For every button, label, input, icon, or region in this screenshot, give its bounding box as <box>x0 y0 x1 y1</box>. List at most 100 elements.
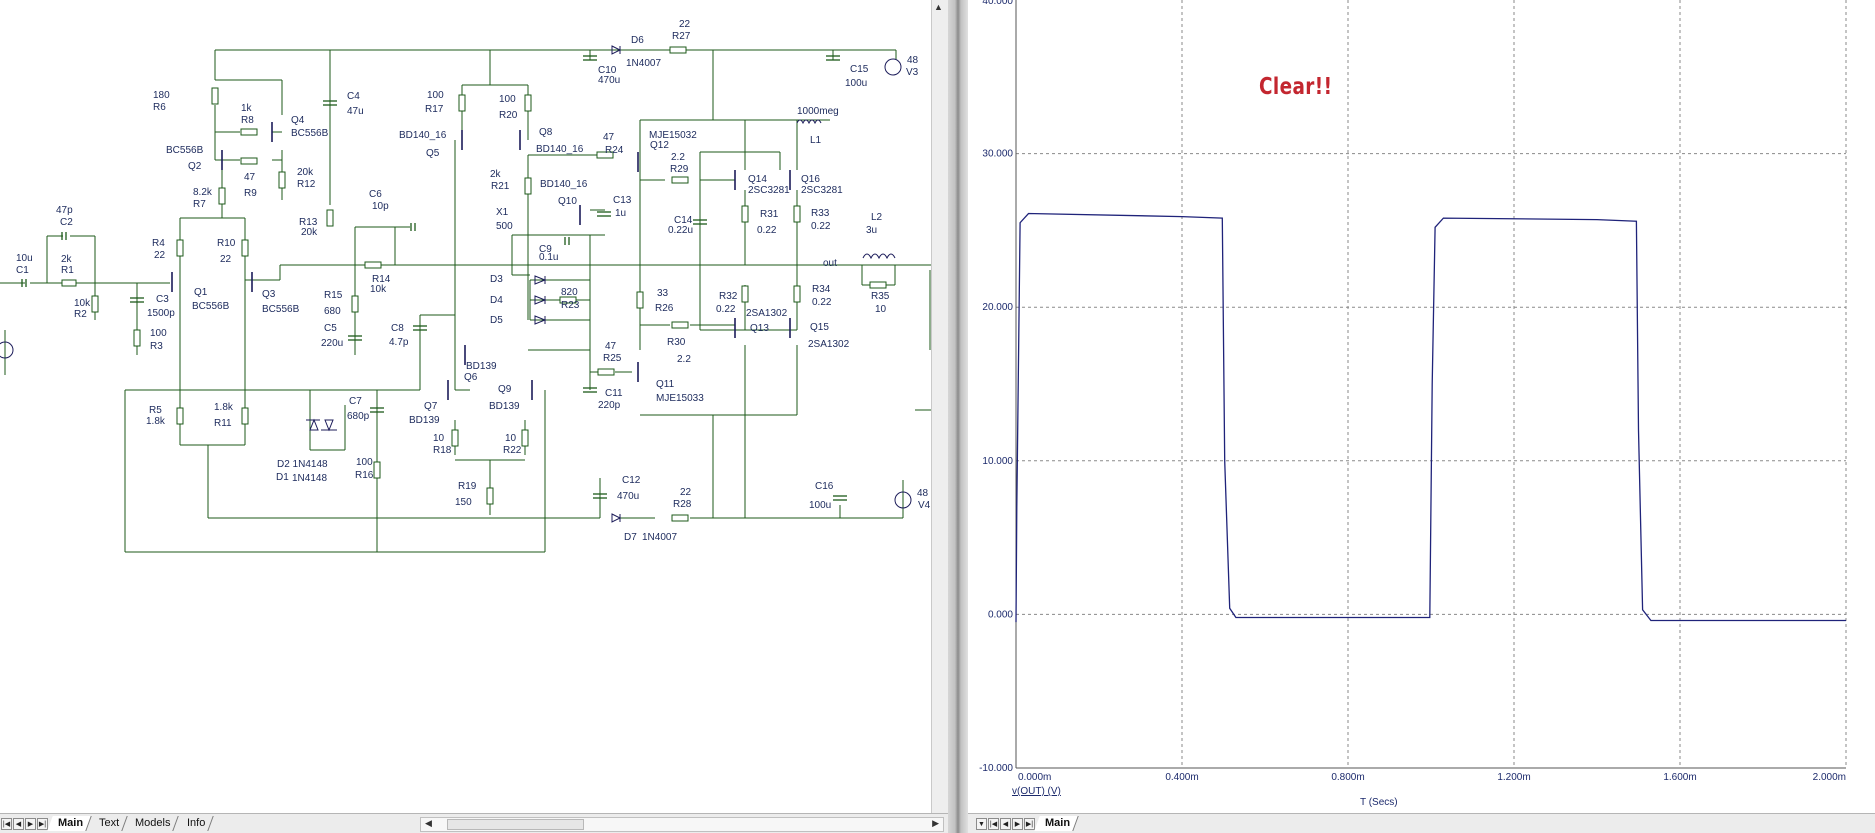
plot-tick-labels: 30.00020.00010.0000.000-10.00040.0000.00… <box>979 0 1846 783</box>
component-label: 2SC3281 <box>801 185 843 196</box>
component-label: BD139 <box>466 361 497 372</box>
tab-info-label: Info <box>186 817 206 829</box>
component-label: 1u <box>615 208 626 219</box>
component-label: D5 <box>490 315 503 326</box>
component-label: 1k <box>241 103 253 114</box>
component-label: 150 <box>455 497 472 508</box>
component-label: Q16 <box>801 174 820 185</box>
component-label: 22 <box>680 487 692 498</box>
component-label: 8.2k <box>193 187 213 198</box>
plot-nav-prev-icon[interactable]: ◀ <box>1000 817 1011 830</box>
component-label: R23 <box>561 300 580 311</box>
nav-prev-icon[interactable]: ◀ <box>13 817 24 830</box>
schematic-wires <box>0 49 931 553</box>
component-label: Q7 <box>424 401 438 412</box>
component-label: C8 <box>391 323 404 334</box>
component-label: Q11 <box>656 379 675 390</box>
component-label: L1 <box>810 135 822 146</box>
component-label: 180 <box>153 90 170 101</box>
component-label: R21 <box>491 181 510 192</box>
tab-text[interactable]: Text <box>88 816 128 831</box>
nav-last-icon[interactable]: ▶| <box>37 817 48 830</box>
component-label: Q12 <box>650 140 669 151</box>
component-label: 0.22 <box>812 297 832 308</box>
diodes <box>306 45 622 523</box>
component-label: 220u <box>321 338 343 349</box>
x-tick-label: 0.400m <box>1165 772 1198 783</box>
component-label: R34 <box>812 284 831 295</box>
component-label: R35 <box>871 291 890 302</box>
scroll-thumb[interactable] <box>447 819 584 830</box>
component-label: R4 <box>152 238 165 249</box>
tab-text-label: Text <box>99 817 120 829</box>
component-label: R16 <box>355 470 374 481</box>
trace-legend-label[interactable]: v(OUT) (V) <box>1012 786 1061 797</box>
component-label: MJE15033 <box>656 393 704 404</box>
component-label: R22 <box>503 445 522 456</box>
y-tick-label: 40.000 <box>982 0 1013 7</box>
waveform-plot[interactable]: 30.00020.00010.0000.000-10.00040.0000.00… <box>968 0 1875 813</box>
component-label: 0.22 <box>811 221 831 232</box>
plot-nav-first-icon[interactable]: |◀ <box>988 817 999 830</box>
component-label: C5 <box>324 323 337 334</box>
tab-models[interactable]: Models <box>124 816 180 831</box>
plot-tab-main[interactable]: Main <box>1034 816 1079 831</box>
tab-info[interactable]: Info <box>175 816 214 831</box>
nav-next-icon[interactable]: ▶ <box>25 817 36 830</box>
nav-first-icon[interactable]: |◀ <box>1 817 12 830</box>
component-label: C11 <box>605 388 623 399</box>
component-label: R15 <box>324 290 343 301</box>
schematic-horizontal-scrollbar[interactable]: ◀ ▶ <box>420 817 944 832</box>
x-tick-label: 1.600m <box>1663 772 1696 783</box>
component-label: R19 <box>458 481 477 492</box>
component-label: D7 <box>624 532 637 543</box>
component-label: Q1 <box>194 287 208 298</box>
component-label: D6 <box>631 35 644 46</box>
component-label: 470u <box>598 75 620 86</box>
component-label: 1N4148 <box>292 473 327 484</box>
component-label: Q4 <box>291 115 305 126</box>
component-label: 2k <box>490 169 502 180</box>
component-label: R3 <box>150 341 163 352</box>
component-label: R10 <box>217 238 236 249</box>
tab-main[interactable]: Main <box>47 816 92 831</box>
scroll-up-arrow-icon[interactable]: ▲ <box>934 2 943 12</box>
component-label: 100 <box>427 90 444 101</box>
plot-nav-last-icon[interactable]: ▶| <box>1024 817 1035 830</box>
component-label: BD140_16 <box>536 144 584 155</box>
plot-nav-down-icon[interactable]: ▼ <box>976 817 987 830</box>
component-label: 2SA1302 <box>808 339 850 350</box>
plot-tab-main-label: Main <box>1045 817 1071 829</box>
schematic-vertical-scrollbar[interactable]: ▲ <box>931 0 948 813</box>
component-label: 47 <box>244 172 256 183</box>
component-label: 100u <box>809 500 831 511</box>
component-label: 2.2 <box>677 354 691 365</box>
scroll-left-arrow-icon[interactable]: ◀ <box>425 818 432 828</box>
component-label: R11 <box>214 418 232 429</box>
component-label: R17 <box>425 104 444 115</box>
component-label: C16 <box>815 481 834 492</box>
scroll-right-arrow-icon[interactable]: ▶ <box>932 818 939 828</box>
component-label: X1 <box>496 207 509 218</box>
component-label: 4.7p <box>389 337 409 348</box>
component-label: R6 <box>153 102 166 113</box>
component-label: 1.8k <box>214 402 234 413</box>
schematic-canvas[interactable]: 180R61kR8Q4BC556BBC556BQ247R920kR128.2kR… <box>0 0 931 813</box>
plot-axes <box>1015 0 1846 769</box>
component-label: V3 <box>906 67 919 78</box>
component-label: MJE15032 <box>649 130 697 141</box>
component-label: 10k <box>74 298 91 309</box>
component-label: C13 <box>613 195 632 206</box>
plot-nav-next-icon[interactable]: ▶ <box>1012 817 1023 830</box>
plot-grid <box>1016 0 1847 768</box>
component-label: 47 <box>603 132 615 143</box>
clear-annotation: Clear!! <box>1259 74 1333 100</box>
component-label: 10 <box>433 433 445 444</box>
component-label: 0.1u <box>539 252 558 263</box>
component-label: R14 <box>372 274 391 285</box>
pane-splitter[interactable] <box>948 0 968 833</box>
component-label: Q10 <box>558 196 577 207</box>
component-label: 47p <box>56 205 73 216</box>
